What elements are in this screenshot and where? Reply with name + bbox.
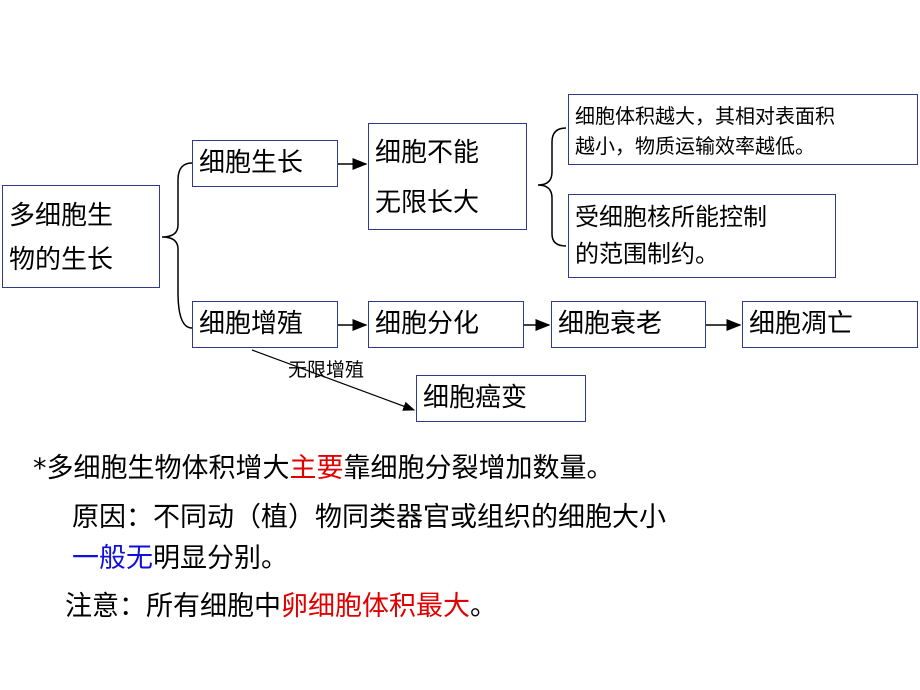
note-line4-suffix: 。	[470, 591, 497, 622]
note-line1-prefix: *多细胞生物体积增大	[33, 453, 290, 484]
note-line3: 一般无明显分别。	[72, 536, 288, 575]
note-line4: 注意：所有细胞中卵细胞体积最大。	[65, 584, 497, 623]
limit-text-line2: 无限长大	[375, 188, 480, 218]
root-brace	[161, 162, 193, 329]
root-box: 多细胞生 物的生长	[2, 185, 160, 288]
proliferation-label: 细胞增殖	[199, 309, 304, 339]
limit-text-line1: 细胞不能	[375, 138, 480, 168]
reason1-text-line1: 细胞体积越大，其相对表面积	[575, 104, 835, 128]
limit-box: 细胞不能 无限长大	[368, 123, 527, 230]
note-line3-highlight: 一般无	[72, 543, 153, 574]
reason2-text-line1: 受细胞核所能控制	[575, 203, 767, 231]
unlimited-label: 无限增殖	[288, 359, 365, 381]
growth-box: 细胞生长	[192, 140, 338, 187]
death-label: 细胞凋亡	[749, 309, 854, 339]
differentiation-box: 细胞分化	[368, 301, 524, 348]
reason1-text-line2: 越小，物质运输效率越低。	[575, 134, 815, 158]
note-line2-text: 原因：不同动（植）物同类器官或组织的细胞大小	[72, 502, 666, 533]
cancer-box: 细胞癌变	[416, 375, 586, 422]
note-line4-prefix: 注意：所有细胞中	[65, 591, 281, 622]
note-line4-highlight: 卵细胞体积最大	[281, 591, 470, 622]
note-line1-highlight: 主要	[289, 453, 344, 484]
aging-box: 细胞衰老	[551, 301, 706, 348]
growth-label: 细胞生长	[199, 148, 304, 178]
reason2-box: 受细胞核所能控制 的范围制约。	[568, 194, 836, 278]
arrow-prolif-cancer	[251, 349, 416, 411]
limit-brace	[537, 127, 567, 247]
death-box: 细胞凋亡	[742, 301, 918, 348]
note-line1: *多细胞生物体积增大主要靠细胞分裂增加数量。	[33, 446, 614, 485]
root-text-line1: 多细胞生	[9, 201, 114, 231]
aging-label: 细胞衰老	[558, 309, 663, 339]
note-line1-suffix: 靠细胞分裂增加数量。	[343, 453, 614, 484]
proliferation-box: 细胞增殖	[192, 301, 338, 348]
cancer-label: 细胞癌变	[423, 383, 528, 413]
note-line3-suffix: 明显分别。	[153, 543, 288, 574]
root-text-line2: 物的生长	[9, 245, 114, 275]
differentiation-label: 细胞分化	[375, 309, 480, 339]
reason1-box: 细胞体积越大，其相对表面积 越小，物质运输效率越低。	[568, 94, 918, 165]
note-line2: 原因：不同动（植）物同类器官或组织的细胞大小	[72, 495, 666, 534]
reason2-text-line2: 的范围制约。	[575, 240, 719, 268]
